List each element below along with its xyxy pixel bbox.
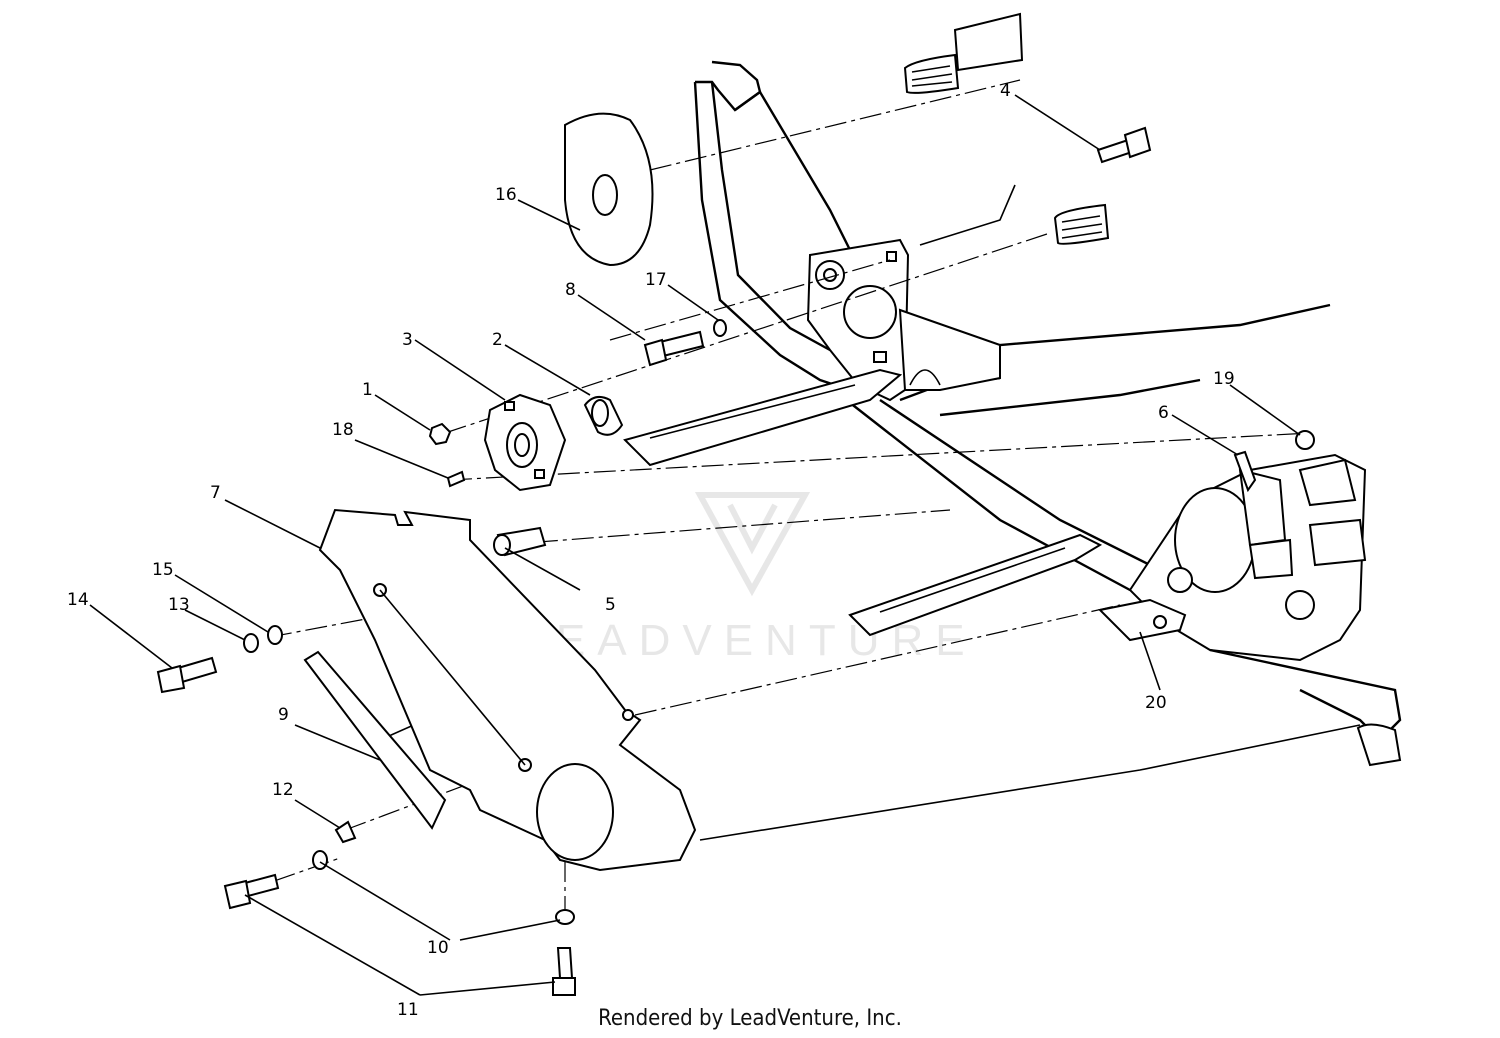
watermark: LEADVENTURE <box>519 492 976 665</box>
part-18-screw <box>446 470 466 488</box>
watermark-logo-icon <box>694 492 811 597</box>
parts <box>156 112 1315 996</box>
callout-14: 14 <box>67 590 89 610</box>
callout-8: 8 <box>565 280 576 300</box>
callout-2: 2 <box>492 330 503 350</box>
part-3-flange <box>483 393 567 492</box>
callout-labels: 1 2 3 4 5 6 7 8 9 10 11 12 13 14 15 16 1… <box>67 81 1235 1020</box>
part-11-bolt-a <box>223 873 280 910</box>
part-7-chain-guard <box>318 508 697 872</box>
part-5-spacer <box>493 526 547 557</box>
part-2-bushing <box>583 395 624 436</box>
part-8-bolt <box>643 330 705 367</box>
callout-4: 4 <box>1000 81 1011 101</box>
watermark-text: LEADVENTURE <box>519 616 976 665</box>
callout-13: 13 <box>168 595 190 615</box>
part-4-bolt <box>1096 126 1152 164</box>
callout-19: 19 <box>1213 369 1235 389</box>
callout-20: 20 <box>1145 693 1167 713</box>
callout-16: 16 <box>495 185 517 205</box>
part-1-nut <box>428 422 452 446</box>
callout-6: 6 <box>1158 403 1169 423</box>
part-13-washer <box>243 633 259 653</box>
callout-12: 12 <box>272 780 294 800</box>
credit-footer: Rendered by LeadVenture, Inc. <box>598 1006 902 1031</box>
part-19-nut <box>1295 430 1315 450</box>
part-17-washer <box>713 319 727 337</box>
part-10-washer-a <box>312 850 328 870</box>
callout-7: 7 <box>210 483 221 503</box>
part-11-bolt-b <box>552 947 576 996</box>
callout-18: 18 <box>332 420 354 440</box>
leader-lines <box>89 94 1301 996</box>
alignment-lines <box>239 79 1361 915</box>
callout-15: 15 <box>152 560 174 580</box>
part-14-bolt <box>156 656 218 694</box>
callout-3: 3 <box>402 330 413 350</box>
part-12-pin <box>334 820 357 844</box>
callout-10: 10 <box>427 938 449 958</box>
part-9-strip <box>303 650 447 830</box>
callout-1: 1 <box>362 380 373 400</box>
part-16-washer <box>564 112 654 267</box>
callout-9: 9 <box>278 705 289 725</box>
callout-11: 11 <box>397 1000 419 1020</box>
part-15-washer <box>267 625 283 645</box>
frame-assembly <box>623 12 1402 767</box>
part-10-washer-b <box>555 909 575 925</box>
callout-17: 17 <box>645 270 667 290</box>
callout-5: 5 <box>605 595 616 615</box>
